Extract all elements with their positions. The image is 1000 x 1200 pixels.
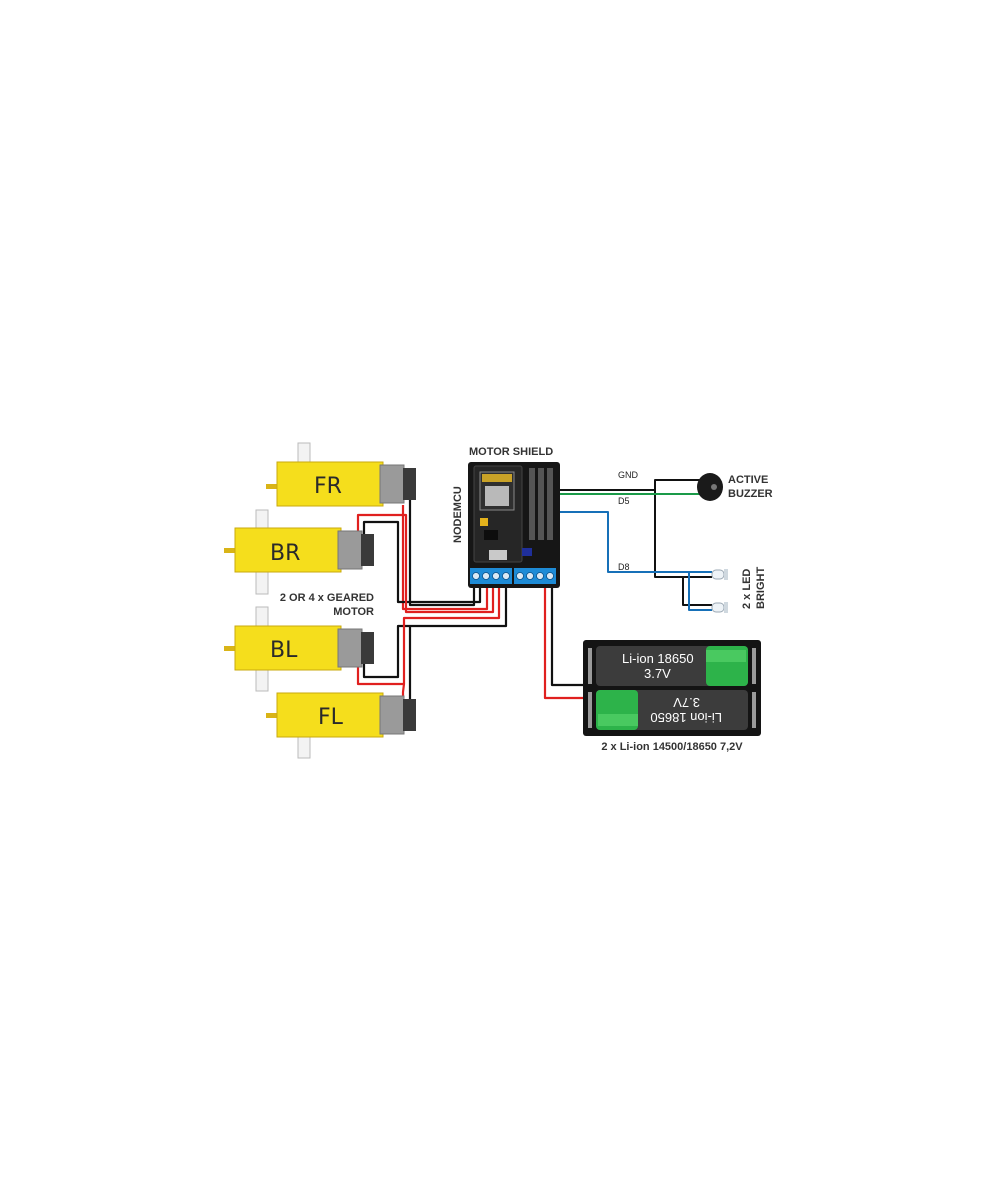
motor-bl-gearbox xyxy=(337,628,363,668)
buzzer-hole xyxy=(711,484,717,490)
wire-d8-led2 xyxy=(688,572,712,611)
wire-gnd xyxy=(558,479,700,491)
motor-bl-label: BL xyxy=(270,638,298,663)
esp-shield xyxy=(485,486,509,506)
motor-fr-gearbox xyxy=(379,464,405,504)
geared-motor-label-1: 2 OR 4 x GEARED xyxy=(280,592,374,604)
motor-fl-cap xyxy=(403,699,416,731)
wire-gnd-led2 xyxy=(682,577,712,606)
wire-d8 xyxy=(558,511,712,573)
motor-shield-label: MOTOR SHIELD xyxy=(469,446,553,458)
battery-holder: Li-ion 18650 3.7V Li-ion 18650 3.7V xyxy=(583,640,761,736)
cell-1-line-2: 3.7V xyxy=(644,666,671,681)
motor-fl-axle xyxy=(266,713,280,718)
wire-br-red xyxy=(356,513,495,614)
wires xyxy=(356,479,712,715)
esp-antenna xyxy=(482,474,512,482)
motor-br-gearbox xyxy=(337,530,363,570)
label-gnd: GND xyxy=(618,470,639,480)
motor-bl-cap xyxy=(361,632,374,664)
led-label-1: 2 x LED xyxy=(741,569,753,609)
motor-fl-gearbox xyxy=(379,695,405,735)
buzzer-label-1: ACTIVE xyxy=(728,474,768,486)
wire-fr-red xyxy=(401,505,489,611)
motor-fr-cap xyxy=(403,468,416,500)
active-buzzer xyxy=(697,473,723,501)
motor-br: BR xyxy=(224,509,374,595)
motor-shield-board xyxy=(468,462,560,588)
motor-fl-body xyxy=(276,692,384,738)
nodemcu-chip xyxy=(484,530,498,540)
motor-fr: FR xyxy=(266,442,416,507)
wire-bl-red xyxy=(356,585,501,686)
motor-br-label: BR xyxy=(270,541,300,566)
motor-br-axle xyxy=(224,548,238,553)
wire-bl-black xyxy=(362,585,508,679)
motor-bl-body xyxy=(234,625,342,671)
motor-br-cap xyxy=(361,534,374,566)
header-pins xyxy=(529,468,553,540)
buzzer-body xyxy=(697,473,723,501)
wire-br-black xyxy=(362,520,482,604)
battery-cell-1: Li-ion 18650 3.7V xyxy=(596,646,748,686)
wire-gnd-down xyxy=(654,480,712,578)
motor-fr-label: FR xyxy=(314,474,342,499)
screw-terminals xyxy=(470,568,556,584)
buzzer-label-2: BUZZER xyxy=(728,488,773,500)
label-d8: D8 xyxy=(618,562,630,572)
led-2 xyxy=(711,602,728,613)
motor-fr-axle xyxy=(266,484,280,489)
nodemcu-label: NODEMCU xyxy=(452,486,464,543)
motor-bl-axle xyxy=(224,646,238,651)
battery-cell-2: Li-ion 18650 3.7V xyxy=(596,690,748,730)
nodemcu-capacitor xyxy=(480,518,488,526)
motor-br-shaft-bottom xyxy=(255,571,269,595)
motor-fl-label: FL xyxy=(318,705,344,730)
motor-fl-shaft-bottom xyxy=(297,735,311,759)
shield-ic xyxy=(522,548,532,556)
motor-bl-shaft-bottom xyxy=(255,668,269,692)
cell-2-line-2: 3.7V xyxy=(673,695,700,710)
cell-1-line-1: Li-ion 18650 xyxy=(622,651,694,666)
led-label-2: BRIGHT xyxy=(755,567,767,609)
wire-fr-black xyxy=(408,495,476,607)
wire-batt-black xyxy=(550,585,590,687)
cell-2-line-1: Li-ion 18650 xyxy=(650,710,722,725)
battery-caption: 2 x Li-ion 14500/18650 7,2V xyxy=(601,741,743,753)
led-1 xyxy=(711,569,728,580)
geared-motor-label-2: MOTOR xyxy=(333,606,374,618)
nodemcu-usb xyxy=(489,550,507,560)
label-d5: D5 xyxy=(618,496,630,506)
wire-batt-red xyxy=(543,585,590,700)
motor-bl: BL xyxy=(224,606,374,692)
motor-fl: FL xyxy=(266,692,416,759)
